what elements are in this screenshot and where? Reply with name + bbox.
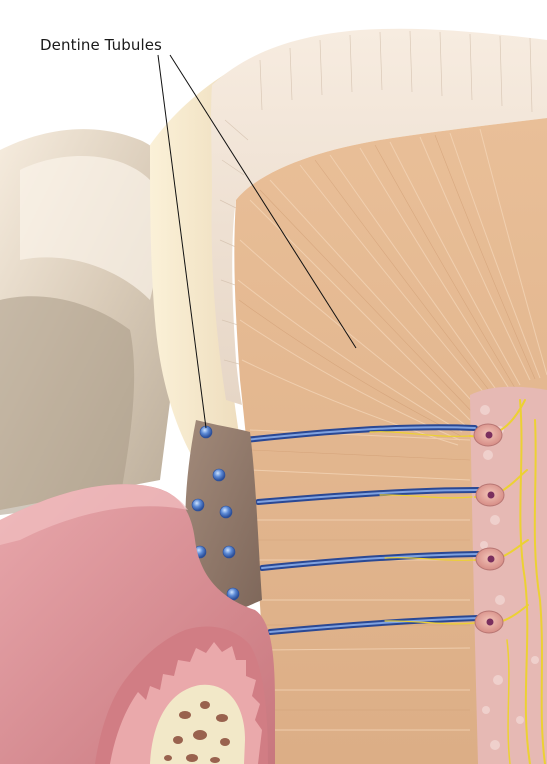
dentine-tubules-label: Dentine Tubules	[40, 36, 162, 54]
